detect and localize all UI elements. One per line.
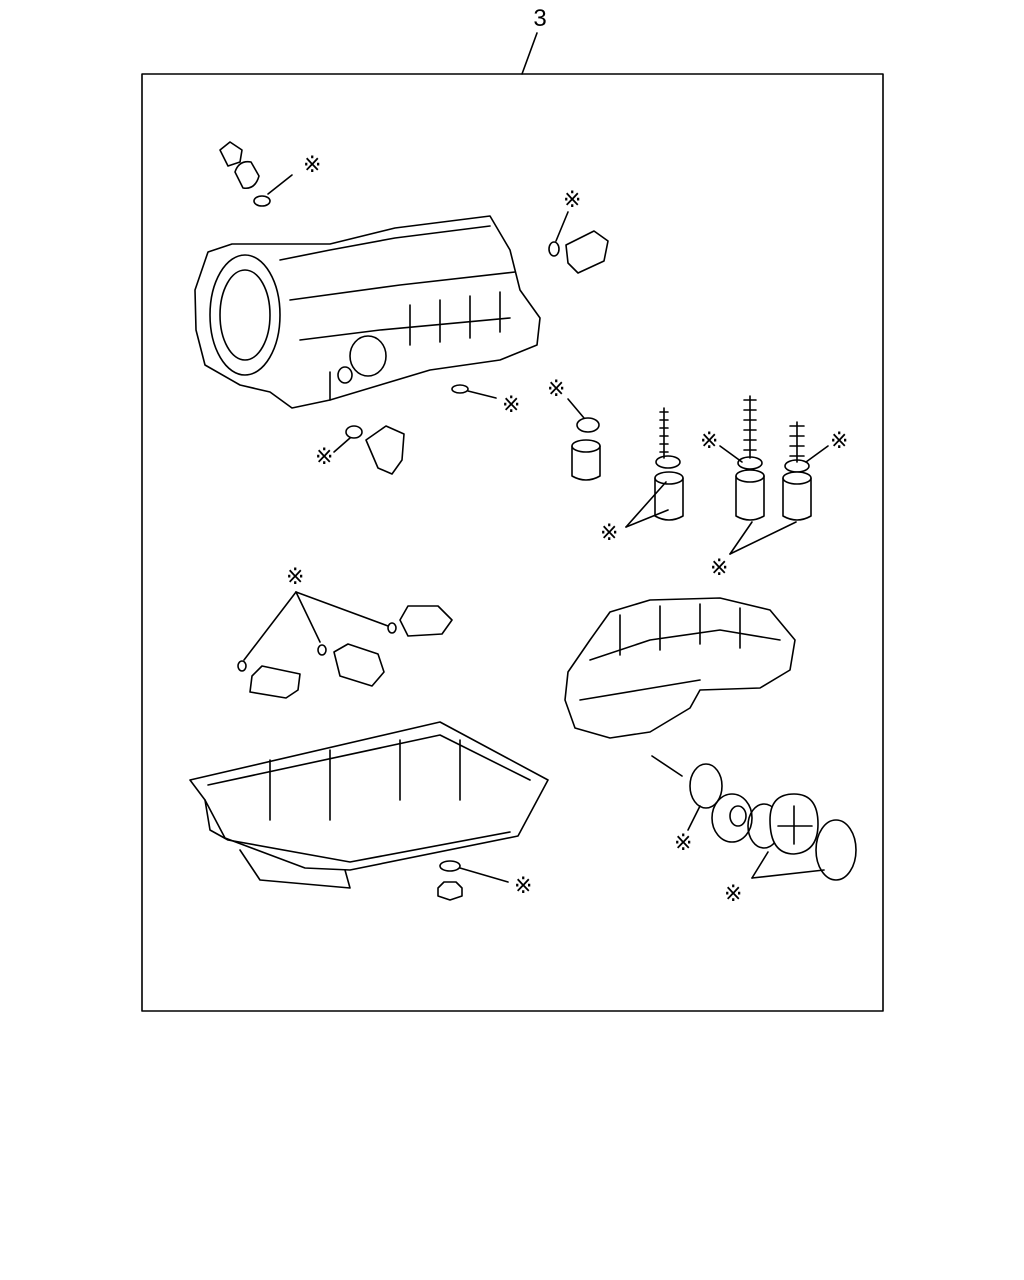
kit-marker: ※ [286, 565, 304, 590]
kit-marker: ※ [700, 429, 718, 454]
kit-frame [141, 73, 884, 1012]
oil-strainer [571, 439, 601, 481]
o-ring [576, 417, 600, 433]
accumulator-piston [735, 395, 765, 521]
drain-plug [437, 881, 463, 901]
drain-gasket [439, 860, 461, 872]
o-ring [317, 644, 327, 656]
kit-marker: ※ [303, 153, 321, 178]
kit-marker: ※ [674, 831, 692, 856]
kit-marker: ※ [514, 874, 532, 899]
kit-marker: ※ [724, 882, 742, 907]
kit-marker: ※ [315, 445, 333, 470]
kit-marker: ※ [830, 429, 848, 454]
o-ring [815, 819, 857, 881]
kit-marker: ※ [563, 188, 581, 213]
speed-sensor-lower [333, 425, 405, 475]
kit-marker: ※ [547, 377, 565, 402]
o-ring [451, 384, 469, 394]
o-ring [689, 763, 723, 809]
piston [711, 793, 753, 843]
shift-solenoid [333, 643, 385, 687]
shift-solenoid [399, 605, 453, 637]
accumulator-piston [782, 421, 812, 521]
callout-number: 3 [533, 5, 546, 32]
speed-sensor-right [548, 211, 609, 274]
transmission-case [194, 215, 541, 409]
accumulator-piston [654, 407, 684, 521]
o-ring [387, 622, 397, 634]
accumulator-cover [769, 793, 819, 855]
pin [651, 755, 683, 777]
oil-pan [189, 721, 549, 889]
kit-marker: ※ [600, 521, 618, 546]
shift-solenoid [249, 665, 301, 699]
valve-body [564, 597, 796, 739]
callout-leader [521, 32, 538, 75]
speed-sensor-top [219, 141, 293, 207]
kit-marker: ※ [710, 556, 728, 581]
o-ring [237, 660, 247, 672]
kit-marker: ※ [502, 393, 520, 418]
